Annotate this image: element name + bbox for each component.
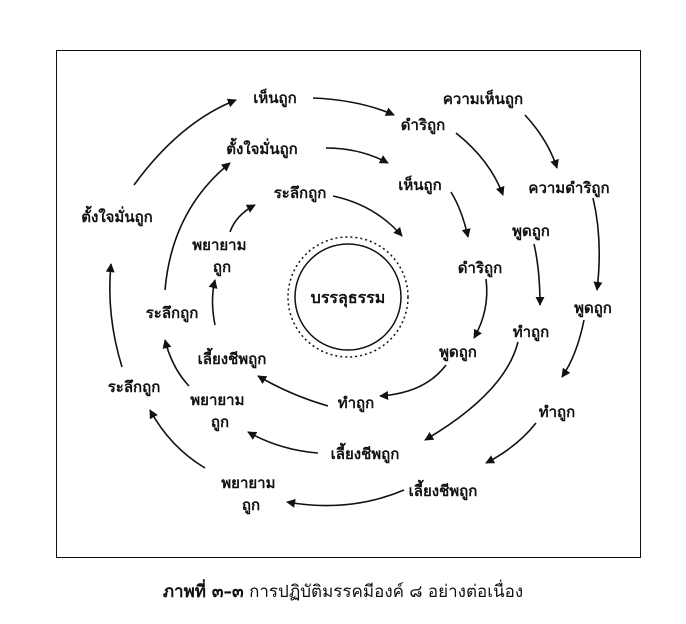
center-circle	[294, 243, 402, 351]
arrow	[455, 132, 505, 196]
left-effort-line1: พยายาม	[221, 474, 275, 492]
figure-caption: ภาพที่ ๓–๓ การปฏิบัติมรรคมีองค์ ๘ อย่างต…	[0, 578, 686, 605]
outer-label-intention: ความดำริถูก	[528, 179, 609, 198]
ring2-effort-line1: พยายาม	[190, 391, 244, 409]
arrow	[286, 489, 405, 508]
diagram-frame	[56, 50, 641, 558]
left-label-concentration: ตั้งใจมั่นถูก	[81, 205, 152, 227]
arrow	[133, 98, 237, 186]
ring2-label-view: เห็นถูก	[253, 88, 296, 108]
center-label: บรรลุธรรม	[311, 288, 386, 308]
arrow	[162, 339, 190, 387]
ring3-label-effort: พยายาม ถูก	[192, 236, 251, 277]
arrow	[473, 278, 488, 339]
arrow	[592, 197, 603, 291]
center-dotted-circle	[287, 236, 409, 358]
left-effort-line2: ถูก	[242, 496, 260, 515]
left-label-effort: พยายาม ถูก	[221, 474, 280, 515]
caption-label: ภาพที่ ๓–๓	[162, 582, 244, 602]
arrow	[450, 191, 471, 238]
outer-label-speech: พูดถูก	[574, 299, 612, 318]
arrow	[485, 422, 537, 464]
ring3-label-intention: ดำริถูก	[458, 259, 502, 278]
arrow	[229, 204, 256, 233]
arrow	[561, 319, 585, 378]
arrow	[164, 162, 231, 291]
ring2-label-effort: พยายาม ถูก	[190, 391, 249, 432]
arrow	[149, 409, 206, 469]
arrow	[424, 341, 519, 441]
ring2-label-action: ทำถูก	[513, 323, 549, 342]
outer-label-action: ทำถูก	[539, 403, 575, 422]
ring2-label-mindfulness: ระลึกถูก	[146, 304, 199, 323]
outer-label-livelihood: เลี้ยงชีพถูก	[409, 479, 478, 501]
arrow	[332, 195, 403, 237]
ring2-label-concentration: ตั้งใจมั่นถูก	[226, 137, 297, 159]
ring2-label-speech: พูดถูก	[512, 222, 550, 241]
arrow	[533, 243, 545, 306]
arrow	[325, 147, 389, 164]
ring3-label-mindfulness: ระลึกถูก	[274, 184, 327, 203]
ring2-label-intention: ดำริถูก	[401, 116, 445, 135]
arrow	[257, 375, 329, 407]
ring3-effort-line2: ถูก	[213, 258, 231, 277]
arrows	[105, 97, 603, 508]
arrow	[105, 263, 123, 368]
arrow	[312, 97, 395, 116]
arrow	[247, 431, 319, 454]
ring3-label-livelihood: เลี้ยงชีพถูก	[198, 347, 267, 369]
arrow	[524, 114, 559, 169]
ring2-label-livelihood: เลี้ยงชีพถูก	[331, 442, 400, 464]
left-label-mindfulness: ระลึกถูก	[108, 378, 161, 397]
caption-text: การปฏิบัติมรรคมีองค์ ๘ อย่างต่อเนื่อง	[249, 582, 524, 602]
arrow	[208, 279, 218, 326]
ring3-label-view: เห็นถูก	[398, 175, 441, 195]
ring2-effort-line2: ถูก	[211, 413, 229, 432]
ring3-effort-line1: พยายาม	[192, 236, 246, 254]
inner-label-speech: พูดถูก	[439, 343, 477, 362]
ring3-label-action: ทำถูก	[338, 394, 374, 413]
outer-label-view: ความเห็นถูก	[443, 89, 523, 109]
arrow	[379, 364, 447, 400]
